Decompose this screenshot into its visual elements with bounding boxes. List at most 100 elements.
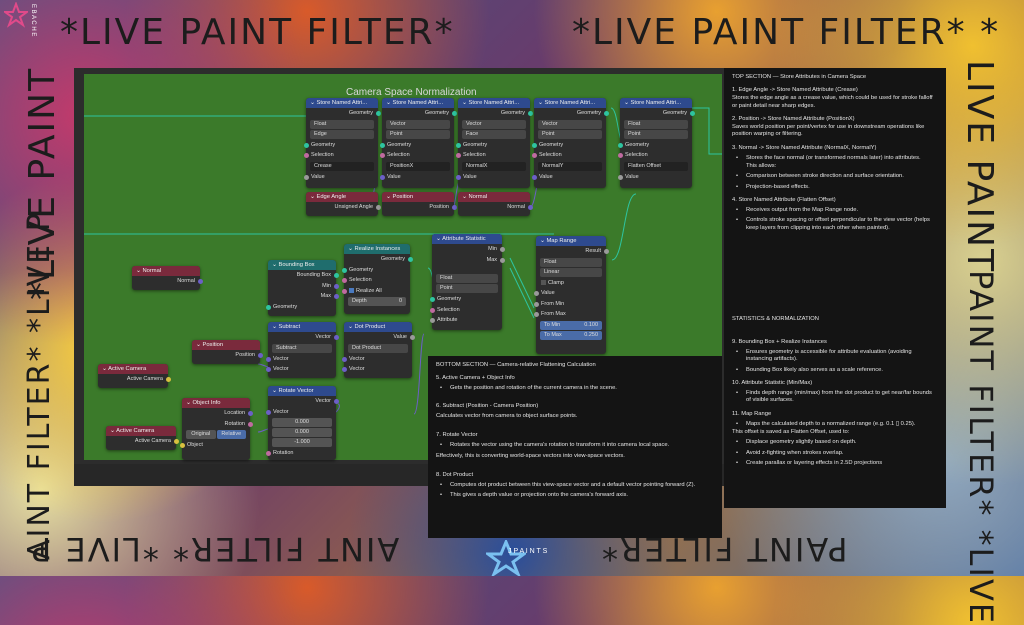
type-dropdown[interactable]: Float xyxy=(310,119,374,129)
socket[interactable] xyxy=(265,409,271,415)
type-dropdown[interactable]: Float xyxy=(540,257,602,267)
chevron-down-icon[interactable]: ⌄ xyxy=(196,342,203,348)
socket[interactable] xyxy=(265,356,271,362)
chevron-down-icon[interactable]: ⌄ xyxy=(110,428,117,434)
bounding-box-node[interactable]: ⌄ Bounding Box Bounding Box Min Max Geom… xyxy=(265,260,339,316)
socket[interactable] xyxy=(499,247,505,252)
node-header[interactable]: ⌄ Map Range xyxy=(536,236,606,246)
chevron-down-icon[interactable]: ⌄ xyxy=(348,324,355,330)
chevron-down-icon[interactable]: ⌄ xyxy=(538,100,545,106)
type-dropdown[interactable]: Float xyxy=(436,274,498,283)
socket[interactable] xyxy=(527,205,533,210)
socket[interactable] xyxy=(429,307,435,313)
domain-dropdown[interactable]: Point xyxy=(538,129,602,139)
node-header[interactable]: ⌄ Subtract xyxy=(268,322,336,332)
socket[interactable] xyxy=(333,273,339,278)
socket[interactable] xyxy=(617,153,623,158)
store-named-attribute-node-5[interactable]: ⌄ Store Named Attri... Geometry Float Po… xyxy=(617,98,695,188)
chevron-down-icon[interactable]: ⌄ xyxy=(386,100,393,106)
name-field[interactable]: Crease xyxy=(310,161,374,171)
socket[interactable] xyxy=(333,399,339,404)
type-dropdown[interactable]: Vector xyxy=(462,119,526,129)
node-editor[interactable]: Camera Space Normalization xyxy=(74,68,726,486)
socket[interactable] xyxy=(455,174,461,180)
socket[interactable] xyxy=(527,111,533,116)
subtract-node[interactable]: ⌄ Subtract Vector Subtract Vector Vector xyxy=(265,322,339,378)
socket[interactable] xyxy=(303,174,309,180)
store-named-attribute-node-4[interactable]: ⌄ Store Named Attri... Geometry Vector P… xyxy=(531,98,609,188)
vector-z-field[interactable]: -1.000 xyxy=(272,438,332,447)
socket[interactable] xyxy=(379,142,385,148)
socket[interactable] xyxy=(303,142,309,148)
chevron-down-icon[interactable]: ⌄ xyxy=(102,366,109,372)
dot-product-node[interactable]: ⌄ Dot Product Value Dot Product Vector V… xyxy=(341,322,415,378)
type-dropdown[interactable]: Vector xyxy=(386,119,450,129)
node-header[interactable]: ⌄ Active Camera xyxy=(98,364,168,374)
node-header[interactable]: ⌄ Position xyxy=(192,340,260,350)
socket[interactable] xyxy=(617,174,623,180)
node-header[interactable]: ⌄ Store Named Attri... xyxy=(382,98,454,108)
checkbox-icon[interactable] xyxy=(349,287,354,293)
domain-dropdown[interactable]: Edge xyxy=(310,129,374,139)
socket[interactable] xyxy=(265,367,271,372)
socket[interactable] xyxy=(429,297,435,302)
store-named-attribute-node-2[interactable]: ⌄ Store Named Attri... Geometry Vector P… xyxy=(379,98,457,188)
object-info-node[interactable]: ⌄ Object Info Location Rotation Original… xyxy=(179,398,253,460)
socket[interactable] xyxy=(603,249,609,254)
chevron-down-icon[interactable]: ⌄ xyxy=(272,324,279,330)
node-header[interactable]: ⌄ Edge Angle xyxy=(306,192,378,202)
socket[interactable] xyxy=(265,304,271,310)
attribute-statistic-node[interactable]: ⌄ Attribute Statistic Min Max Float Poin… xyxy=(429,234,505,330)
map-range-node[interactable]: ⌄ Map Range Result Float Linear Clamp Va… xyxy=(533,236,609,354)
socket[interactable] xyxy=(257,353,263,358)
socket[interactable] xyxy=(247,411,253,416)
position-node-top[interactable]: ⌄ Position Position xyxy=(382,192,457,216)
socket[interactable] xyxy=(455,153,461,158)
socket[interactable] xyxy=(531,153,537,158)
socket[interactable] xyxy=(173,439,179,444)
domain-dropdown[interactable]: Point xyxy=(386,129,450,139)
chevron-down-icon[interactable]: ⌄ xyxy=(540,238,547,244)
operation-dropdown[interactable]: Dot Product xyxy=(348,343,408,353)
socket[interactable] xyxy=(603,111,609,116)
socket[interactable] xyxy=(531,174,537,180)
domain-dropdown[interactable]: Face xyxy=(462,129,526,139)
socket[interactable] xyxy=(341,367,347,372)
socket[interactable] xyxy=(689,111,695,116)
node-header[interactable]: ⌄ Realize Instances xyxy=(344,244,410,254)
socket[interactable] xyxy=(409,335,415,340)
socket[interactable] xyxy=(533,291,539,296)
realize-instances-node[interactable]: ⌄ Realize Instances Geometry Geometry Se… xyxy=(341,244,413,314)
interpolation-dropdown[interactable]: Linear xyxy=(540,267,602,277)
socket[interactable] xyxy=(247,421,253,427)
edge-angle-node[interactable]: ⌄ Edge Angle Unsigned Angle xyxy=(306,192,381,216)
socket[interactable] xyxy=(341,267,347,273)
socket[interactable] xyxy=(451,205,457,210)
chevron-down-icon[interactable]: ⌄ xyxy=(348,246,355,252)
active-camera-node-1[interactable]: ⌄ Active Camera Active Camera xyxy=(98,364,171,388)
node-header[interactable]: ⌄ Attribute Statistic xyxy=(432,234,502,244)
socket[interactable] xyxy=(617,142,623,148)
type-dropdown[interactable]: Float xyxy=(624,119,688,129)
checkbox-icon[interactable] xyxy=(541,279,546,285)
position-node-mid[interactable]: ⌄ Position Position xyxy=(192,340,263,364)
socket[interactable] xyxy=(165,377,171,382)
chevron-down-icon[interactable]: ⌄ xyxy=(272,388,279,394)
socket[interactable] xyxy=(455,142,461,148)
rotate-vector-node[interactable]: ⌄ Rotate Vector Vector Vector 0.000 0.00… xyxy=(265,386,339,460)
chevron-down-icon[interactable]: ⌄ xyxy=(436,236,443,242)
chevron-down-icon[interactable]: ⌄ xyxy=(136,268,143,274)
socket[interactable] xyxy=(379,153,385,158)
socket[interactable] xyxy=(179,443,185,448)
store-named-attribute-node-1[interactable]: ⌄ Store Named Attri... Geometry Float Ed… xyxy=(303,98,381,188)
chevron-down-icon[interactable]: ⌄ xyxy=(462,100,469,106)
socket[interactable] xyxy=(533,312,539,317)
socket[interactable] xyxy=(533,301,539,307)
name-field[interactable]: NormalX xyxy=(462,161,526,171)
original-toggle[interactable]: Original xyxy=(186,430,216,439)
socket[interactable] xyxy=(451,111,457,116)
node-header[interactable]: ⌄ Normal xyxy=(458,192,530,202)
node-canvas[interactable]: Camera Space Normalization xyxy=(84,74,722,460)
